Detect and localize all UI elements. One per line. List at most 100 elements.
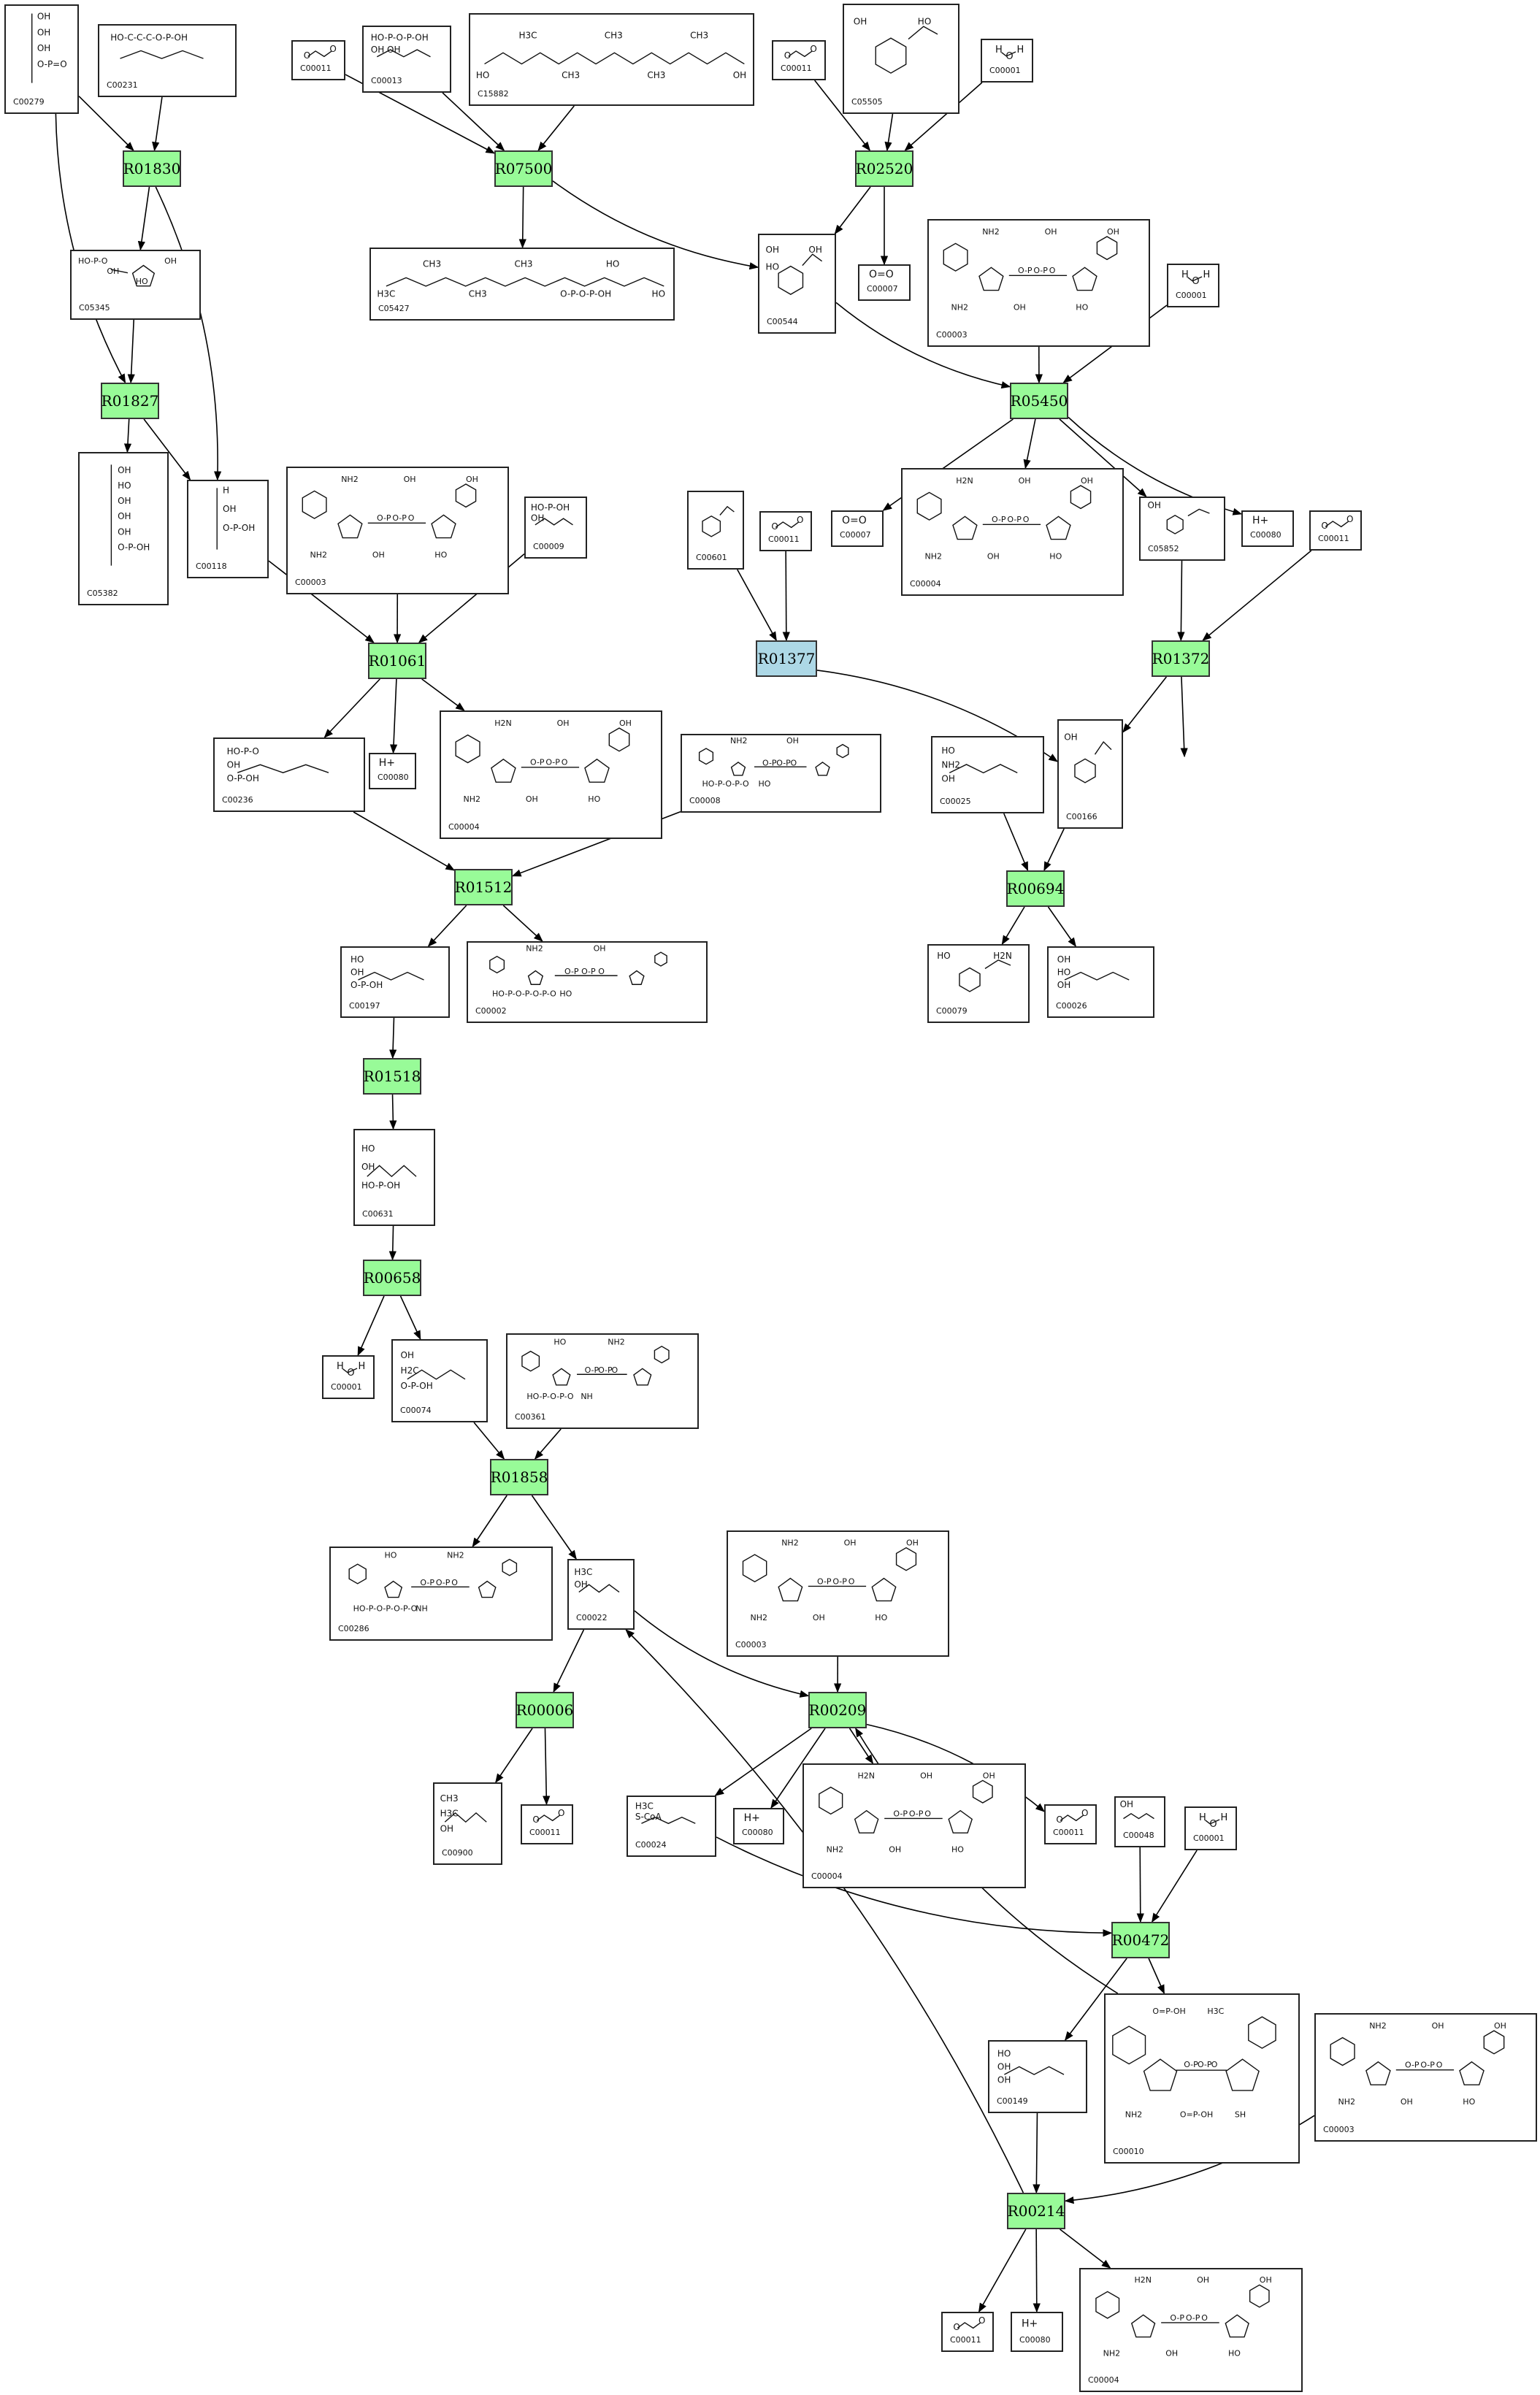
compound-c00601[interactable]: C00601 (687, 491, 744, 570)
reaction-r00472[interactable]: R00472 (1111, 1922, 1170, 1958)
svg-text:H: H (337, 1361, 344, 1372)
svg-text:H: H (1017, 45, 1024, 55)
reaction-r00006[interactable]: R00006 (516, 1692, 574, 1728)
reaction-r01858[interactable]: R01858 (490, 1459, 548, 1495)
svg-text:OH: OH (1045, 227, 1057, 237)
reaction-r00694[interactable]: R00694 (1006, 870, 1065, 907)
svg-text:O-P-OH: O-P-OH (223, 523, 255, 533)
svg-text:OH: OH (574, 1579, 587, 1590)
reaction-r01512[interactable]: R01512 (454, 869, 513, 905)
reaction-r01061[interactable]: R01061 (368, 643, 426, 679)
compound-c00080[interactable]: H+C00080 (1011, 2312, 1063, 2352)
svg-text:H2N: H2N (956, 476, 973, 486)
svg-text:O: O (1211, 2060, 1218, 2069)
svg-text:H3C: H3C (635, 1801, 654, 1812)
compound-c00080[interactable]: H+C00080 (1241, 510, 1294, 547)
reaction-r05450[interactable]: R05450 (1010, 383, 1068, 419)
reaction-r07500[interactable]: R07500 (494, 150, 553, 187)
svg-text:O: O (329, 44, 336, 54)
svg-text:O: O (532, 1815, 539, 1825)
compound-c00080[interactable]: H+C00080 (733, 1808, 784, 1844)
svg-text:H: H (1203, 269, 1211, 280)
svg-text:NH2: NH2 (925, 551, 943, 561)
svg-text:O: O (784, 50, 791, 61)
edge-c05345-to-R01827 (127, 319, 135, 384)
edge-c00149-to-R00214 (1033, 2112, 1041, 2194)
edge-R07500-to-c00544 (552, 180, 759, 270)
structure-drawing: H+ (379, 757, 395, 769)
svg-text:H3C: H3C (440, 1809, 459, 1819)
reaction-r00209[interactable]: R00209 (808, 1692, 867, 1728)
edge-c00118-to-R01061 (268, 560, 375, 643)
reaction-r00658[interactable]: R00658 (363, 1260, 421, 1296)
svg-text:H2C: H2C (401, 1365, 419, 1376)
svg-text:NH2: NH2 (941, 759, 960, 770)
svg-text:OH: OH (844, 1538, 857, 1548)
svg-text:O-P: O-P (1033, 266, 1048, 275)
compound-c00080[interactable]: H+C00080 (369, 753, 416, 789)
compound-id-label: C00010 (1113, 2147, 1144, 2156)
reaction-r01518[interactable]: R01518 (363, 1058, 421, 1095)
reaction-r01830[interactable]: R01830 (123, 150, 181, 187)
reaction-r01827[interactable]: R01827 (101, 383, 159, 419)
svg-text:H3C: H3C (574, 1567, 592, 1577)
reaction-r01372[interactable]: R01372 (1152, 640, 1210, 677)
reaction-r02520[interactable]: R02520 (855, 150, 913, 187)
reaction-r00214[interactable]: R00214 (1007, 2193, 1065, 2229)
compound-id-label: C00361 (515, 1412, 546, 1422)
reaction-r01377[interactable]: R01377 (756, 640, 817, 677)
